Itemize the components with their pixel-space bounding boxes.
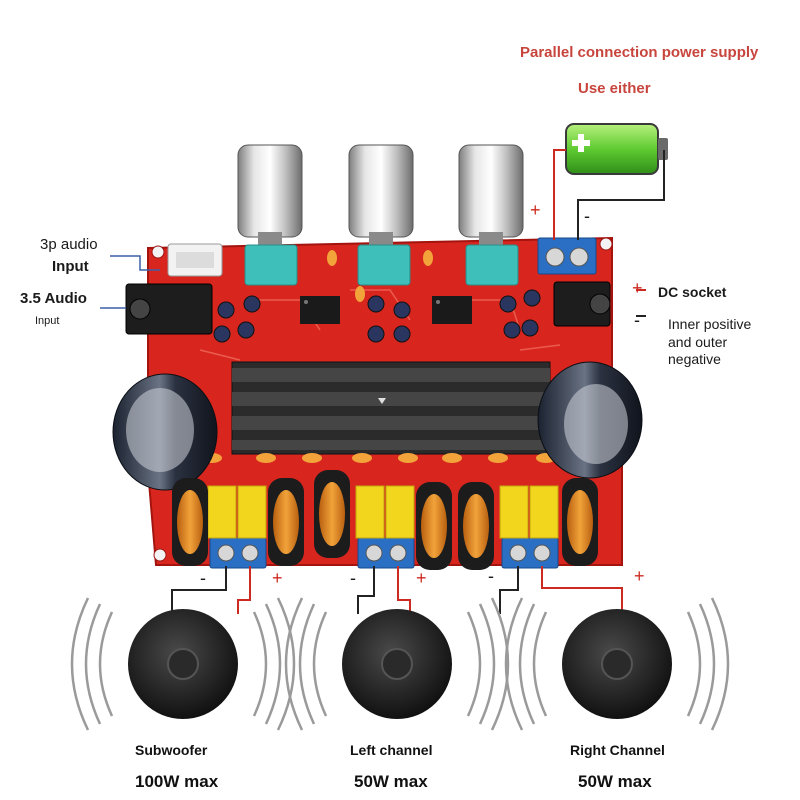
sub-minus-sign: - <box>200 568 206 588</box>
jack35-label-line1: 3.5 Audio <box>20 290 87 307</box>
subwoofer-terminal[interactable] <box>209 537 267 569</box>
left-channel-power: 50W max <box>354 772 428 791</box>
input-pointer-lines <box>100 255 160 309</box>
small-components <box>202 250 556 463</box>
dc-socket[interactable] <box>553 281 611 327</box>
capacitor-right <box>537 361 643 479</box>
capacitor-left <box>112 373 218 491</box>
speaker-right <box>504 597 730 731</box>
inductor-coils <box>172 470 598 570</box>
op-amp-chips <box>300 296 472 324</box>
subwoofer-power: 100W max <box>135 772 219 791</box>
audio-jack-3-5mm[interactable] <box>125 283 213 335</box>
right-plus-sign: + <box>634 566 645 586</box>
speaker-wires <box>171 566 623 614</box>
right-channel-name: Right Channel <box>570 742 665 758</box>
use-either-note: Use either <box>578 80 651 97</box>
heatsink <box>231 361 551 455</box>
subwoofer-name: Subwoofer <box>135 742 208 758</box>
speaker-left <box>284 597 510 731</box>
sub-plus-sign: + <box>272 568 283 588</box>
battery-minus-sign: - <box>584 206 590 226</box>
power-wires <box>553 149 665 317</box>
left-channel-name: Left channel <box>350 742 433 758</box>
power-screw-terminal[interactable] <box>537 237 597 275</box>
left-minus-sign: - <box>350 568 356 588</box>
dc-minus-sign: - <box>634 310 640 330</box>
dc-plus-sign: + <box>632 278 643 298</box>
film-capacitors <box>207 485 559 539</box>
battery-icon <box>565 123 668 175</box>
aux3p-label-line1: 3p audio <box>40 236 98 253</box>
right-channel-power: 50W max <box>578 772 652 791</box>
knob-bass[interactable] <box>237 144 303 246</box>
potentiometers <box>244 244 519 286</box>
dc-socket-label: DC socket <box>658 284 727 300</box>
aux3p-label-line2: Input <box>52 258 89 275</box>
polarity-note-line2: and outer <box>668 334 728 350</box>
left-channel-terminal[interactable] <box>357 537 415 569</box>
right-channel-terminal[interactable] <box>501 537 559 569</box>
left-plus-sign: + <box>416 568 427 588</box>
speaker-subwoofer <box>70 597 296 731</box>
jack35-label-line2: Input <box>35 315 60 327</box>
knob-treble[interactable] <box>348 144 414 246</box>
polarity-note-line1: Inner positive <box>668 316 752 332</box>
knob-volume[interactable] <box>458 144 524 246</box>
parallel-supply-note: Parallel connection power supply <box>520 44 759 61</box>
right-minus-sign: - <box>488 566 494 586</box>
aux-3pin-connector[interactable] <box>167 243 223 277</box>
battery-plus-sign: + <box>530 200 541 220</box>
polarity-note-line3: negative <box>668 351 721 367</box>
